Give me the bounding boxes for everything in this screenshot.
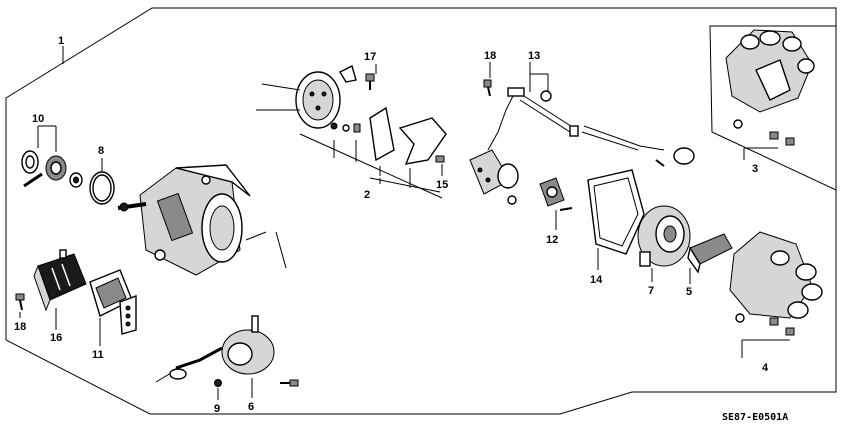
- part-10-seal-set: [21, 150, 83, 188]
- part-label: 7: [648, 285, 654, 297]
- part-7-coil: [637, 205, 691, 267]
- part-label: 11: [92, 349, 104, 361]
- leader-lines: [19, 46, 790, 400]
- part-8-o-ring: [89, 171, 115, 205]
- part-3-distributor-cap: [725, 29, 815, 146]
- diagram-code: SE87-E0501A: [722, 412, 788, 423]
- part-6-vacuum-advance: [155, 315, 299, 387]
- part-18-bolt-left: [15, 293, 25, 311]
- part-4-distributor-cap: [729, 231, 823, 336]
- part-label: 13: [528, 50, 540, 62]
- part-label: 18: [14, 321, 26, 333]
- part-label: 5: [686, 286, 692, 298]
- part-label: 10: [32, 113, 44, 125]
- part-label: 2: [364, 189, 370, 201]
- part-label: 1: [58, 35, 64, 47]
- part-17-bracket: [339, 64, 375, 90]
- part-2-pickup-group: [256, 71, 447, 199]
- part-label: 12: [546, 234, 558, 246]
- part-label: 14: [590, 274, 603, 286]
- part-label: 16: [50, 332, 62, 344]
- part-12-rotor: [539, 177, 573, 211]
- cap-subassembly-outline: [709, 25, 837, 191]
- part-14-gasket: [587, 169, 645, 255]
- part-label: 18: [484, 50, 496, 62]
- assembly-outline: [5, 7, 837, 415]
- part-13-wiring-sensor: [469, 79, 695, 205]
- part-label: 8: [98, 145, 104, 157]
- part-label: 9: [214, 403, 220, 415]
- part-label: 4: [762, 362, 769, 374]
- part-label: 15: [436, 179, 448, 191]
- part-5-rotor: [687, 233, 733, 274]
- part-label: 6: [248, 401, 254, 413]
- part-label: 3: [752, 163, 758, 175]
- part-16-igniter: [33, 249, 87, 312]
- distributor-housing: [117, 164, 287, 276]
- part-label: 17: [364, 51, 376, 63]
- part-11-module: [89, 269, 137, 335]
